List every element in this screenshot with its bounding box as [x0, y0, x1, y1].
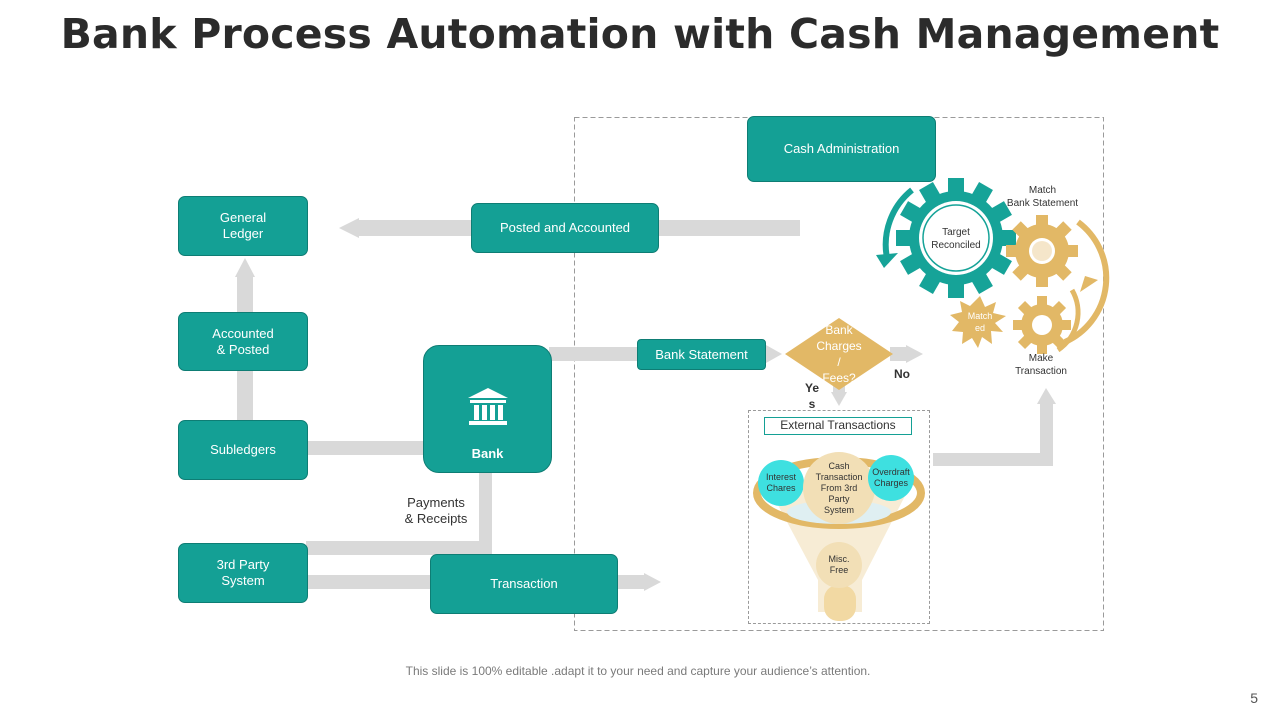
teal-cycle-arrow-head [876, 253, 898, 268]
target-reconciled-label: Target Reconciled [931, 227, 981, 251]
teal-cycle-arrow [882, 187, 914, 259]
match-bank-statement-gear [1006, 215, 1078, 287]
connector-payments-third-party [306, 541, 492, 555]
third-party-system-box[interactable]: 3rd Party System [178, 543, 308, 603]
bank-box[interactable]: Bank [423, 345, 552, 473]
subledgers-box[interactable]: Subledgers [178, 420, 308, 480]
decision-yes-label: Ye s [804, 381, 819, 411]
posted-and-accounted-box[interactable]: Posted and Accounted [471, 203, 659, 253]
bank-building-icon [466, 368, 510, 432]
interest-charges-circle: Interest Chares [758, 460, 804, 506]
decision-label: Bank Charges / Fees? [816, 323, 862, 384]
payments-receipts-label: Payments & Receipts [404, 495, 468, 526]
page-number: 5 [1250, 690, 1258, 706]
arrow-head-posted-to-ledger [339, 218, 359, 238]
cash-administration-box[interactable]: Cash Administration [747, 116, 936, 182]
external-transactions-panel [748, 410, 930, 624]
arrow-no [890, 347, 908, 361]
gold-cycle-arrow [1063, 219, 1110, 345]
arrow-head-no [906, 345, 923, 363]
misc-free-circle: Misc. Free [816, 542, 862, 588]
match-bank-statement-label: Match Bank Statement [1006, 185, 1079, 209]
arrow-head-statement-decision [766, 345, 782, 363]
overdraft-charges-circle: Overdraft Charges [868, 455, 914, 501]
arrow-head-yes [831, 392, 847, 406]
connector-subledgers-bank [306, 441, 426, 455]
decision-diamond [785, 318, 893, 390]
bank-statement-box[interactable]: Bank Statement [637, 339, 766, 370]
connector-third-party-transaction [306, 575, 432, 589]
funnel-spout [824, 585, 856, 621]
gold-cycle-arrow-lower [1056, 288, 1081, 353]
make-transaction-label: Make Transaction [1015, 353, 1067, 377]
decision-no-label: No [894, 367, 910, 381]
matched-starburst [950, 296, 1006, 348]
arrow-head-external-to-make-transaction [1037, 388, 1056, 404]
gold-cycle-arrow-head [1080, 276, 1098, 292]
arrow-head-accounted-to-ledger [235, 258, 255, 277]
external-transactions-title: External Transactions [764, 417, 912, 435]
arrow-accounted-to-ledger [237, 275, 253, 315]
accounted-posted-box[interactable]: Accounted & Posted [178, 312, 308, 371]
matched-label: Match ed [967, 311, 993, 333]
connector-bank-statement [549, 347, 639, 361]
transaction-box[interactable]: Transaction [430, 554, 618, 614]
connector-bank-payments [479, 472, 492, 554]
target-reconciled-gear [896, 178, 1016, 298]
footer-note: This slide is 100% editable .adapt it to… [405, 664, 871, 678]
bank-label: Bank [471, 446, 504, 461]
general-ledger-box[interactable]: General Ledger [178, 196, 308, 256]
page-title: Bank Process Automation with Cash Manage… [60, 10, 1220, 58]
connector-subledgers-accounted [237, 368, 253, 422]
cash-transaction-circle: Cash Transaction From 3rd Party System [803, 452, 875, 524]
arrow-external-to-make-transaction [933, 453, 1053, 466]
arrow-head-transaction-out [644, 573, 661, 591]
arrow-transaction-out [616, 575, 646, 589]
arrow-external-to-make-transaction-up [1040, 402, 1053, 466]
